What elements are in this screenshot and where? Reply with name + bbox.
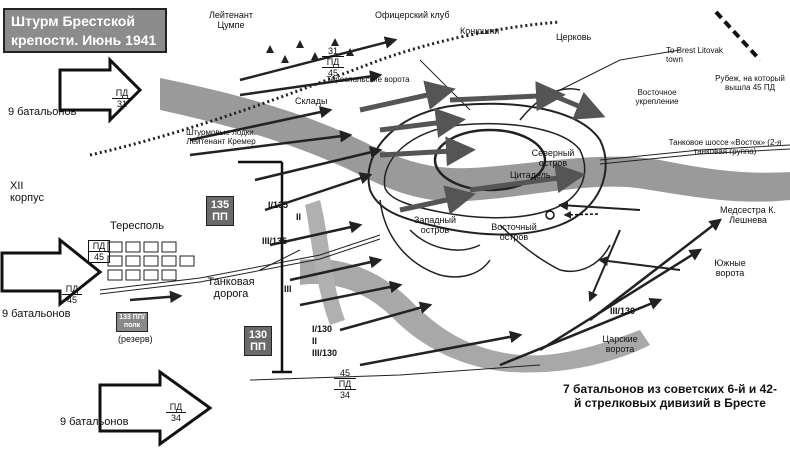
dash-line	[714, 10, 762, 62]
pd-34-left: ПД 34	[166, 402, 186, 423]
label-terespol-gate: Тереспольские ворота	[326, 75, 410, 84]
label-north-island: Северный остров	[531, 148, 575, 168]
big-arrow-top	[58, 56, 143, 124]
arrow-label-top: 9 батальонов	[8, 106, 77, 118]
label-to-brest: To Brest Litovak town	[666, 46, 723, 64]
label-west-island: Западный остров	[413, 215, 457, 235]
label-xii-corps: XII корпус	[10, 180, 45, 204]
nurse-marker	[545, 210, 555, 220]
label-church: Церковь	[556, 32, 592, 42]
label-assault-boats: Штурмовые лодки. Лейтенант Кремер	[186, 128, 256, 146]
map-title: Штурм Брестской крепости. Июнь 1941	[3, 8, 167, 53]
label-tsar-gate: Царские ворота	[602, 334, 638, 354]
terespol-grid	[107, 241, 195, 281]
title-line2: крепости. Июнь 1941	[11, 32, 157, 48]
pd-45-34: 45 ПД 34	[334, 368, 356, 400]
label-tank-highway: Танковое шоссе «Восток» (2-я танковая гр…	[668, 138, 782, 156]
label-reserve: (резерв)	[118, 334, 153, 344]
arrow-label-bottom: 9 батальонов	[60, 416, 129, 428]
big-arrows	[0, 236, 213, 447]
counter-arrows	[558, 200, 681, 302]
front-line	[89, 20, 561, 157]
unit-iii130: III/130	[312, 348, 338, 358]
unit-130pp: 130 ПП	[244, 326, 272, 356]
label-officers-club: Офицерский клуб	[375, 10, 450, 20]
unit-135pp: 135 ПП	[206, 196, 234, 226]
label-bottom-note: 7 батальонов из советских 6-й и 42-й стр…	[563, 382, 777, 410]
unit-133: 133 ПП/ полк	[116, 312, 148, 332]
unit-iii130b: III/130	[610, 306, 636, 316]
label-south-gate: Южные ворота	[714, 258, 746, 278]
label-stables: Конюшни	[460, 26, 500, 36]
pd-31-left: ПД 31	[112, 88, 132, 109]
label-line-45: Рубеж, на который вышла 45 ПД	[715, 74, 785, 92]
title-line1: Штурм Брестской	[11, 13, 135, 29]
roads	[99, 49, 790, 381]
pd-45-terespol: ПД 45	[88, 240, 110, 263]
label-tank-road: Танковая дорога	[207, 276, 255, 300]
label-terespol: Тересполь	[110, 220, 164, 232]
pd-45-left: ПД 45	[62, 284, 82, 305]
unit-ii2: II	[312, 336, 318, 346]
pd-31-45: 31 ПД 45	[322, 46, 344, 78]
label-citadel: Цитадель	[510, 170, 551, 180]
unit-ii: II	[296, 212, 302, 222]
label-east-island: Восточный остров	[491, 222, 537, 242]
unit-i135: I/135	[268, 200, 289, 210]
label-east-fort: Восточное укрепление	[635, 88, 679, 106]
label-warehouses: Склады	[295, 96, 328, 106]
unit-iii135: III/135	[262, 236, 288, 246]
unit-iii: III	[284, 284, 292, 294]
assault-arrows	[359, 80, 606, 215]
unit-i130: I/130	[312, 324, 333, 334]
label-nurse: Медсестра К. Лешнева	[719, 205, 777, 225]
label-lieutenant-tsumpe: Лейтенант Цумпе	[208, 10, 254, 30]
boundary	[238, 160, 292, 374]
attack-arrows	[129, 36, 722, 367]
arrow-label-mid: 9 батальонов	[2, 308, 71, 320]
